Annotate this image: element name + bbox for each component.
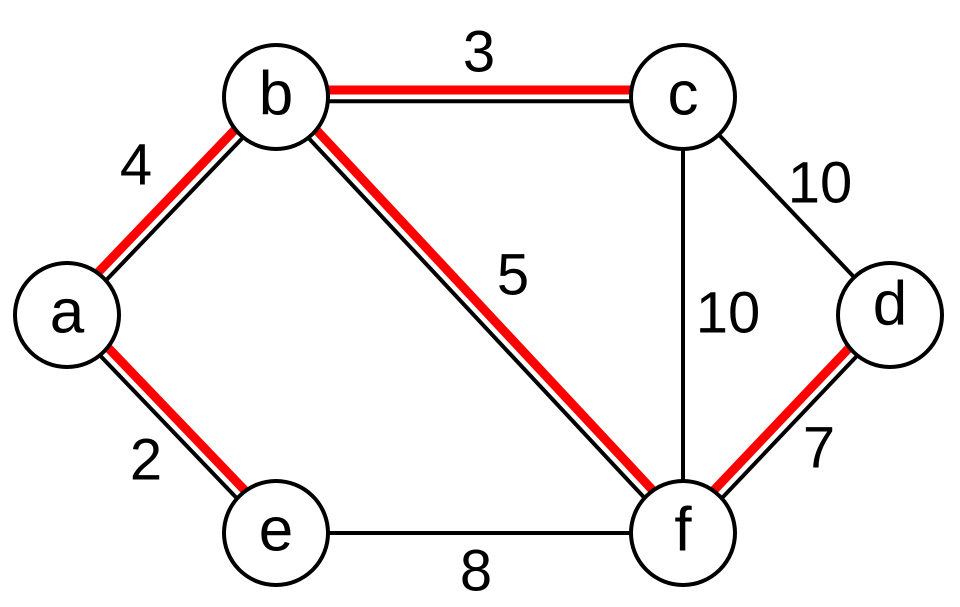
node-f: f [629, 479, 737, 587]
weight-label-b-c: 3 [463, 20, 495, 85]
edge-b-f [271, 89, 692, 538]
edge-line-b-f [271, 98, 682, 538]
node-d-label: d [873, 270, 907, 339]
node-e-label: e [259, 496, 293, 565]
node-b-label: b [259, 60, 293, 129]
node-e-circle [222, 479, 330, 587]
node-d: d [836, 261, 944, 369]
weight-label-c-d: 10 [788, 151, 853, 216]
edge-weights-group: 4 2 3 5 10 10 7 8 [120, 20, 852, 604]
node-c: c [629, 43, 737, 151]
node-f-circle [629, 479, 737, 587]
weight-label-e-f: 8 [460, 539, 492, 604]
node-d-circle [836, 261, 944, 369]
weight-label-b-f: 5 [497, 243, 529, 308]
node-a-circle [13, 261, 121, 369]
nodes-group: a b c d e f [13, 43, 944, 587]
node-c-circle [629, 43, 737, 151]
node-b-circle [222, 43, 330, 151]
edges-group [58, 85, 895, 538]
node-f-label: f [674, 496, 692, 565]
node-b: b [222, 43, 330, 151]
weight-label-c-f: 10 [696, 281, 761, 346]
node-a: a [13, 261, 121, 369]
edge-highlight-b-f [277, 89, 692, 532]
node-e: e [222, 479, 330, 587]
weight-label-d-f: 7 [803, 416, 835, 481]
weight-label-a-e: 2 [130, 428, 162, 493]
edge-b-c [276, 85, 683, 104]
node-a-label: a [50, 278, 85, 347]
node-c-label: c [668, 60, 699, 129]
weight-label-a-b: 4 [120, 133, 152, 198]
